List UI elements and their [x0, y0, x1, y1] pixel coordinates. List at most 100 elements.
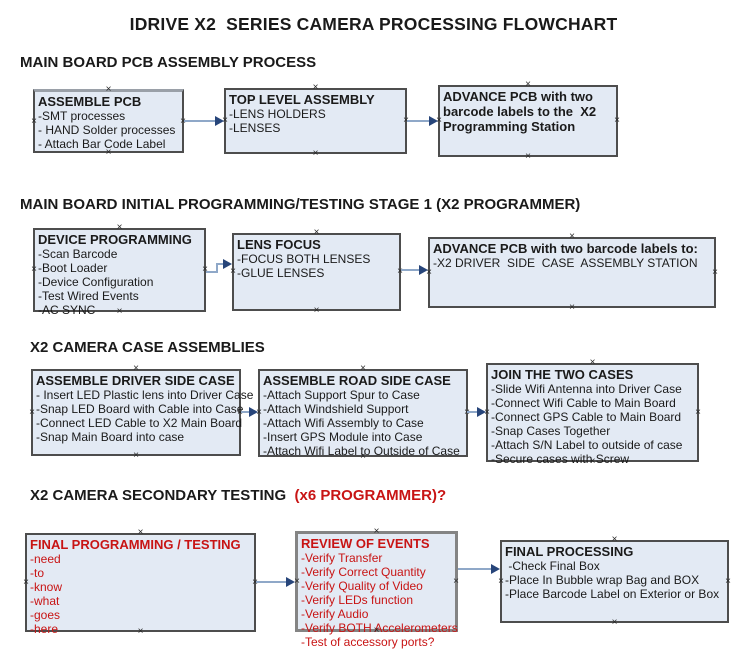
connection-point-icon: × [725, 575, 731, 587]
connector-arrow-elbow [206, 259, 232, 275]
box-lines: -FOCUS BOTH LENSES-GLUE LENSES [237, 252, 396, 280]
box-line: -Snap LED Board with Cable into Case [36, 402, 244, 416]
connector-arrow [401, 265, 428, 275]
process-box-assemble-pcb: ×××× ASSEMBLE PCB -SMT processes- HAND S… [31, 85, 186, 158]
box-lines: -Check Final Box-Place In Bubble wrap Ba… [505, 559, 724, 601]
box-title: JOIN THE TWO CASES [491, 367, 634, 382]
section-header-case-assemblies: X2 CAMERA CASE ASSEMBLIES [30, 339, 265, 356]
process-box-join-the-two-cases: ×××× JOIN THE TWO CASES -Slide Wifi Ante… [484, 358, 701, 467]
arrowhead-icon [286, 577, 295, 587]
box-line: -AC SYNC [38, 303, 96, 317]
connector-arrow [467, 407, 486, 417]
box-line: -LENS HOLDERS [229, 107, 326, 121]
box-lines: -Scan Barcode-Boot Loader-Device Configu… [38, 247, 201, 317]
process-box-lens-focus: ×××× LENS FOCUS -FOCUS BOTH LENSES-GLUE … [230, 228, 403, 316]
connector-arrow [241, 407, 258, 417]
connector-arrow [184, 116, 224, 126]
box-line: - HAND Solder processes [38, 123, 176, 137]
connection-point-icon: × [569, 302, 575, 313]
box-line: -GLUE LENSES [237, 266, 325, 280]
arrowhead-icon [477, 407, 486, 417]
process-box-advance-pcb-driver-side-station: ×××× ADVANCE PCB with two barcode labels… [426, 232, 718, 313]
box-title: DEVICE PROGRAMMING [38, 232, 192, 247]
box-title: REVIEW OF EVENTS [301, 536, 430, 551]
box-line: -here [30, 622, 59, 636]
box-title: TOP LEVEL ASSEMBLY [229, 92, 375, 107]
connector-arrow [458, 564, 500, 574]
box-line: -to [30, 566, 45, 580]
box-line: -X2 DRIVER SIDE CASE ASSEMBLY STATION [433, 256, 698, 270]
box-line: -Check Final Box [505, 559, 600, 573]
process-box-assemble-road-side-case: ×××× ASSEMBLE ROAD SIDE CASE -Attach Sup… [256, 364, 470, 462]
box-line: -Attach Windshield Support [263, 402, 409, 416]
connection-point-icon: × [453, 575, 459, 587]
section-header-pcb-assembly: MAIN BOARD PCB ASSEMBLY PROCESS [20, 54, 317, 71]
process-box-assemble-driver-side-case: ×××× ASSEMBLE DRIVER SIDE CASE - Insert … [29, 364, 253, 461]
box-line: -SMT processes [38, 109, 126, 123]
box-title: ASSEMBLE PCB [38, 94, 142, 109]
box-lines: -Verify Transfer-Verify Correct Quantity… [301, 551, 458, 649]
process-box-advance-pcb-programming-station: ×××× ADVANCE PCB with two barcode labels… [436, 80, 620, 162]
connector-arrow [256, 577, 295, 587]
box-title: ASSEMBLE DRIVER SIDE CASE [36, 373, 235, 388]
flowchart-title: IDRIVE X2 SERIES CAMERA PROCESSING FLOWC… [129, 14, 618, 34]
box-line: -Snap Cases Together [491, 424, 611, 438]
connection-point-icon: × [611, 617, 618, 628]
box-line: -Connect Wifi Cable to Main Board [491, 396, 676, 410]
box-line: -Attach S/N Label to outside of case [491, 438, 683, 452]
connector-arrow [407, 116, 438, 126]
box-lines: -LENS HOLDERS-LENSES [229, 107, 402, 135]
section-header-initial-programming: MAIN BOARD INITIAL PROGRAMMING/TESTING S… [20, 196, 581, 213]
box-line: -Connect GPS Cable to Main Board [491, 410, 682, 424]
box-line: -Secure cases with Screw [491, 452, 630, 466]
process-box-top-level-assembly: ×××× TOP LEVEL ASSEMBLY -LENS HOLDERS-LE… [222, 83, 409, 159]
box-line: -Verify Correct Quantity [301, 565, 426, 579]
box-line: - Attach Bar Code Label [38, 137, 166, 151]
box-title: FINAL PROCESSING [505, 544, 634, 559]
section-header-secondary-testing: X2 CAMERA SECONDARY TESTING (x6 PROGRAMM… [30, 487, 446, 504]
box-title: ADVANCE PCB with two barcode labels to: [433, 241, 698, 256]
arrowhead-icon [429, 116, 438, 126]
arrowhead-icon [223, 259, 232, 269]
box-line: -Verify Transfer [301, 551, 383, 565]
arrowhead-icon [419, 265, 428, 275]
box-line: -LENSES [229, 121, 281, 135]
box-line: -Test of accessory ports? [301, 635, 435, 649]
box-line: -Verify Quality of Video [301, 579, 423, 593]
box-line: -need [30, 552, 61, 566]
section-header-red-part: (x6 PROGRAMMER)? [290, 487, 447, 504]
box-line: -FOCUS BOTH LENSES [237, 252, 371, 266]
arrowhead-icon [215, 116, 224, 126]
connection-point-icon: × [712, 266, 718, 278]
connection-point-icon: × [525, 151, 531, 162]
box-line: -Boot Loader [38, 261, 108, 275]
box-line: -goes [30, 608, 61, 622]
process-box-review-of-events: ×××× REVIEW OF EVENTS -Verify Transfer-V… [294, 527, 459, 650]
box-lines: - Insert LED Plastic lens into Driver Ca… [36, 388, 253, 444]
connection-point-icon: × [313, 305, 320, 316]
box-line: -Place Barcode Label on Exterior or Box [505, 587, 720, 601]
box-line: -Attach Wifi Label to Outside of Case [263, 444, 460, 458]
box-title: FINAL PROGRAMMING / TESTING [30, 537, 241, 552]
box-title: ASSEMBLE ROAD SIDE CASE [263, 373, 451, 388]
box-line: -Verify Audio [301, 607, 369, 621]
connection-point-icon: × [133, 450, 139, 461]
box-line: -Device Configuration [38, 275, 154, 289]
box-lines: -need-to-know-what-goes-here [30, 552, 251, 636]
arrowhead-icon [249, 407, 258, 417]
section-header-black-part: X2 CAMERA SECONDARY TESTING [30, 487, 291, 504]
box-line: -what [30, 594, 60, 608]
box-line: -know [30, 580, 63, 594]
box-line: -Connect LED Cable to X2 Main Board [36, 416, 243, 430]
connection-point-icon: × [695, 406, 701, 418]
box-lines: -Attach Support Spur to Case-Attach Wind… [263, 388, 463, 458]
box-line: -Verify LEDs function [301, 593, 414, 607]
process-box-final-programming-testing: ×××× FINAL PROGRAMMING / TESTING -need-t… [23, 528, 258, 637]
box-line: -Scan Barcode [38, 247, 118, 261]
box-line: -Test Wired Events [38, 289, 139, 303]
process-box-final-processing: ×××× FINAL PROCESSING -Check Final Box-P… [498, 535, 731, 628]
arrowhead-icon [491, 564, 500, 574]
box-line: -Place In Bubble wrap Bag and BOX [505, 573, 700, 587]
box-lines: -X2 DRIVER SIDE CASE ASSEMBLY STATION [433, 256, 711, 270]
